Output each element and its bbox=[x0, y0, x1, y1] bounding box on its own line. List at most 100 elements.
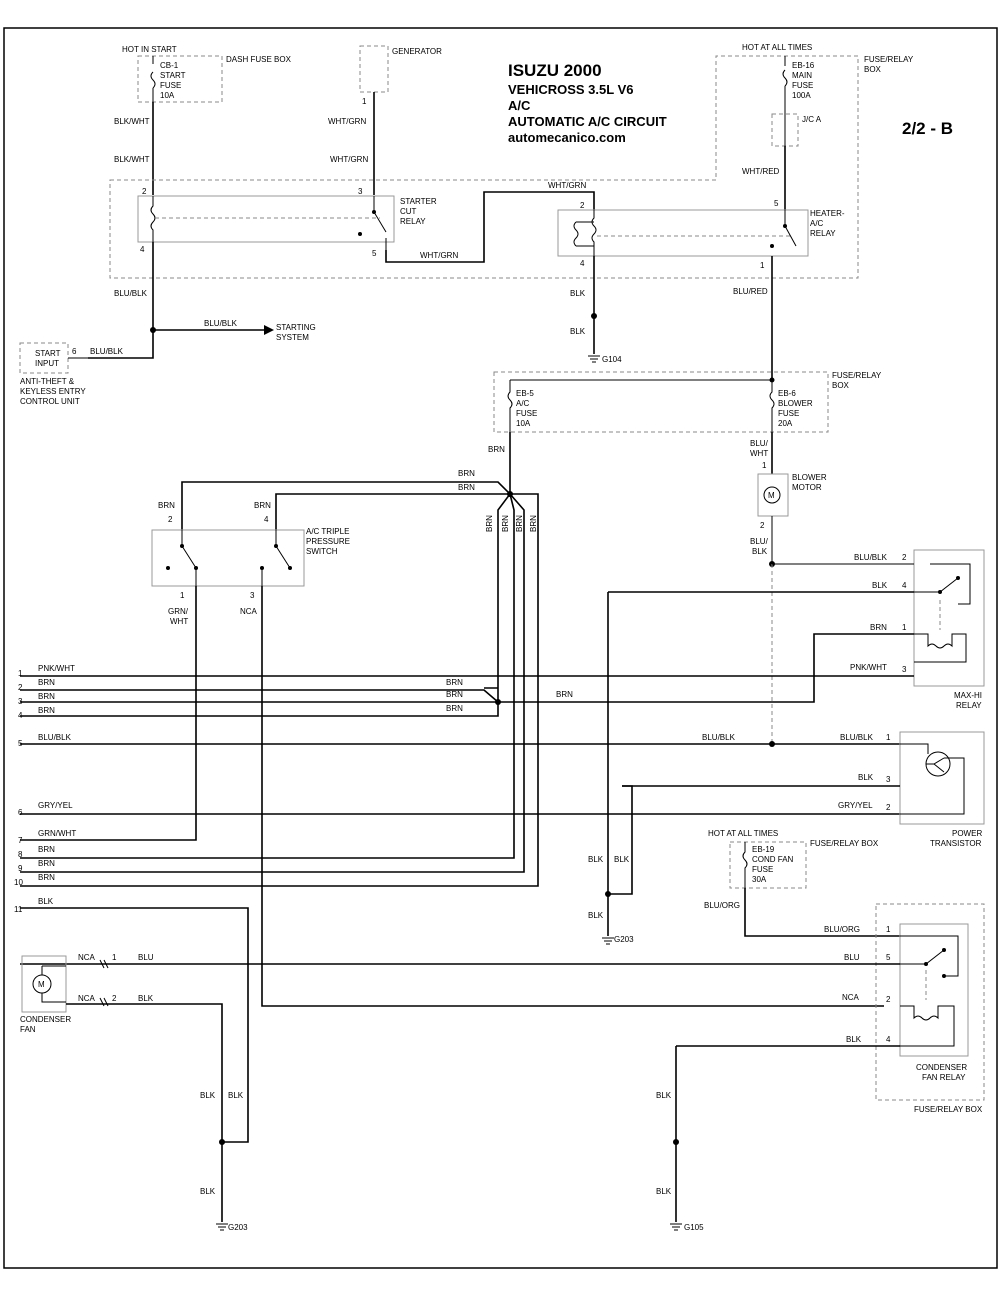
wire-label-grn-wht-1a: GRN/ bbox=[168, 607, 189, 616]
starter-cut-relay-box bbox=[137, 195, 395, 243]
eb6-fuse-symbol bbox=[769, 380, 775, 432]
wire-label-blk-p11: BLK bbox=[38, 897, 54, 906]
triple-contact-b3 bbox=[288, 566, 292, 570]
blower-label-2: MOTOR bbox=[792, 483, 822, 492]
wire-brn-drop-10 bbox=[20, 493, 539, 887]
condfan-contact-a bbox=[924, 962, 928, 966]
starter-cut-contact-a bbox=[372, 210, 376, 214]
blower-pin-1: 1 bbox=[762, 461, 767, 470]
maxhi-pin-3: 3 bbox=[902, 665, 907, 674]
wire-label-nca-2: NCA bbox=[842, 993, 860, 1002]
triple-switch-b bbox=[275, 530, 291, 569]
wire-label-nca-3: NCA bbox=[78, 953, 96, 962]
triple-pin-4: 4 bbox=[264, 515, 269, 524]
wire-label-brn-v2: BRN bbox=[501, 515, 510, 532]
wire-label-blu-blk-p5: BLU/BLK bbox=[38, 733, 72, 742]
triple-pin-1: 1 bbox=[180, 591, 185, 600]
heater-ac-pin-1: 1 bbox=[760, 261, 765, 270]
eb6-label-4: 20A bbox=[778, 419, 793, 428]
power-transistor-outline bbox=[899, 731, 985, 825]
maxhi-contact-b bbox=[956, 576, 960, 580]
condfan-relay-label-2: FAN RELAY bbox=[922, 1073, 966, 1082]
wire-label-blu-wht-2: WHT bbox=[750, 449, 768, 458]
eb5-label-1: EB-5 bbox=[516, 389, 534, 398]
starter-cut-contact-b bbox=[358, 232, 362, 236]
starter-cut-pin-4: 4 bbox=[140, 245, 145, 254]
maxhi-pin-4: 4 bbox=[902, 581, 907, 590]
maxhi-coil bbox=[914, 633, 967, 663]
wire-grn-wht bbox=[20, 586, 197, 841]
wire-label-wht-grn-4: WHT/GRN bbox=[548, 181, 586, 190]
arrow-starting-icon bbox=[264, 325, 274, 335]
antitheft-label-1: ANTI-THEFT & bbox=[20, 377, 75, 386]
generator-pin-1: 1 bbox=[362, 97, 367, 106]
triple-switch-a bbox=[181, 530, 197, 586]
eb5-fuse-symbol bbox=[507, 380, 513, 432]
wire-label-blk-8: BLK bbox=[846, 1035, 862, 1044]
wire-brn-pin-2 bbox=[20, 689, 499, 703]
splice-g105 bbox=[673, 1139, 679, 1145]
wire-label-brn-p3: BRN bbox=[38, 692, 55, 701]
eb19-outline bbox=[729, 841, 807, 889]
ground-g203-bottom-icon bbox=[216, 1223, 228, 1231]
starter-cut-label-1: STARTER bbox=[400, 197, 437, 206]
transistor-pin-3: 3 bbox=[886, 775, 891, 784]
g104-label: G104 bbox=[602, 355, 622, 364]
eb19-fuse-symbol bbox=[742, 842, 748, 888]
maxhi-pin-1: 1 bbox=[902, 623, 907, 632]
generator-outline bbox=[359, 45, 389, 93]
condfan-pin-2: 2 bbox=[886, 995, 891, 1004]
eb19-label-1: EB-19 bbox=[752, 845, 775, 854]
triple-pin-3: 3 bbox=[250, 591, 255, 600]
wire-label-gry-yel-2: GRY/YEL bbox=[838, 801, 873, 810]
heater-ac-relay-box bbox=[557, 209, 809, 257]
heater-ac-label-1: HEATER- bbox=[810, 209, 845, 218]
wire-label-wht-grn-2: WHT/GRN bbox=[330, 155, 368, 164]
conn-pin-10: 10 bbox=[14, 878, 23, 887]
wire-brn-to-triple-4 bbox=[275, 493, 510, 530]
wire-label-brn-p4: BRN bbox=[38, 706, 55, 715]
wire-label-blk-5: BLK bbox=[588, 855, 604, 864]
wire-label-wht-grn-1: WHT/GRN bbox=[328, 117, 366, 126]
wire-label-brn-p2: BRN bbox=[38, 678, 55, 687]
heater-ac-resistor bbox=[573, 221, 594, 247]
wire-label-brn-1: BRN bbox=[488, 445, 505, 454]
wire-brn-to-triple-2 bbox=[181, 481, 511, 530]
starter-cut-label-3: RELAY bbox=[400, 217, 426, 226]
cb1-fuse-symbol bbox=[150, 56, 156, 102]
triple-pressure-switch-box bbox=[151, 529, 305, 587]
g105-label: G105 bbox=[684, 1223, 704, 1232]
splice-g203-mid bbox=[605, 891, 611, 897]
wire-label-blu-red: BLU/RED bbox=[733, 287, 768, 296]
triple-contact-b1 bbox=[274, 544, 278, 548]
wire-label-blk-10: BLK bbox=[656, 1187, 672, 1196]
condfan-coil bbox=[900, 1005, 955, 1047]
cb1-label-2: START bbox=[160, 71, 186, 80]
wire-label-blk-3: BLK bbox=[872, 581, 888, 590]
dash-fuse-box-outline bbox=[137, 55, 223, 103]
wire-label-nca-4: NCA bbox=[78, 994, 96, 1003]
wire-label-blk-11: BLK bbox=[138, 994, 154, 1003]
triple-label-1: A/C TRIPLE bbox=[306, 527, 349, 536]
wire-label-blk-14: BLK bbox=[200, 1187, 216, 1196]
transistor-pin-2: 2 bbox=[886, 803, 891, 812]
wire-blu-org bbox=[744, 888, 900, 937]
wire-label-brn-v3: BRN bbox=[515, 515, 524, 532]
wire-label-brn-p9: BRN bbox=[38, 859, 55, 868]
condfan-relay-label-1: CONDENSER bbox=[916, 1063, 967, 1072]
condfan-pin-5: 5 bbox=[886, 953, 891, 962]
conn-pin-8: 8 bbox=[18, 850, 23, 859]
wire-wht-grn-to-heater-relay bbox=[385, 191, 595, 263]
wire-label-brn-5: BRN bbox=[254, 501, 271, 510]
jca-label: J/C A bbox=[802, 115, 822, 124]
wire-label-blk-9: BLK bbox=[656, 1091, 672, 1100]
fuse-relay-box-label-2b: BOX bbox=[832, 381, 850, 390]
antitheft-label-2: KEYLESS ENTRY bbox=[20, 387, 86, 396]
condfan-pin-1: 1 bbox=[886, 925, 891, 934]
maxhi-contact-a bbox=[938, 590, 942, 594]
wire-label-pnk-wht-1: PNK/WHT bbox=[38, 664, 75, 673]
heater-ac-contact-b bbox=[770, 244, 774, 248]
cb1-label-3: FUSE bbox=[160, 81, 181, 90]
fuse-relay-box-label-1a: FUSE/RELAY bbox=[864, 55, 914, 64]
starter-cut-label-2: CUT bbox=[400, 207, 417, 216]
